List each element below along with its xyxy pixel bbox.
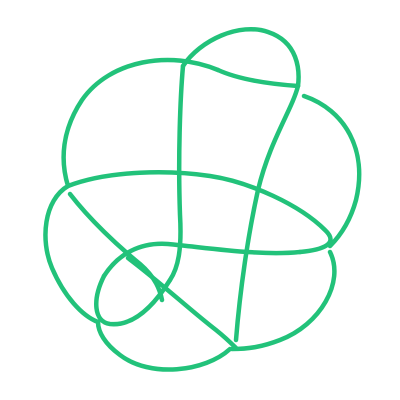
strand-outer-lower-right-arc <box>229 249 337 352</box>
strand-outer-left-loop <box>61 57 221 189</box>
strand-diagonal-left <box>67 191 165 303</box>
strand-top-link <box>215 67 301 89</box>
strand-diagonal-bottom <box>125 255 239 351</box>
strand-top-loop <box>180 26 301 89</box>
strand-vertical-right <box>233 83 301 343</box>
strand-middle-band-lower <box>101 241 303 279</box>
strand-middle-band-upper <box>65 170 333 255</box>
knot-strands <box>43 26 362 372</box>
strand-outer-right-arc <box>301 93 362 249</box>
strand-vertical-left <box>167 63 186 283</box>
strand-lower-inner-loop <box>94 273 173 327</box>
strand-outer-lower-left-arc <box>43 183 101 325</box>
strand-outer-bottom-arc <box>95 319 233 372</box>
